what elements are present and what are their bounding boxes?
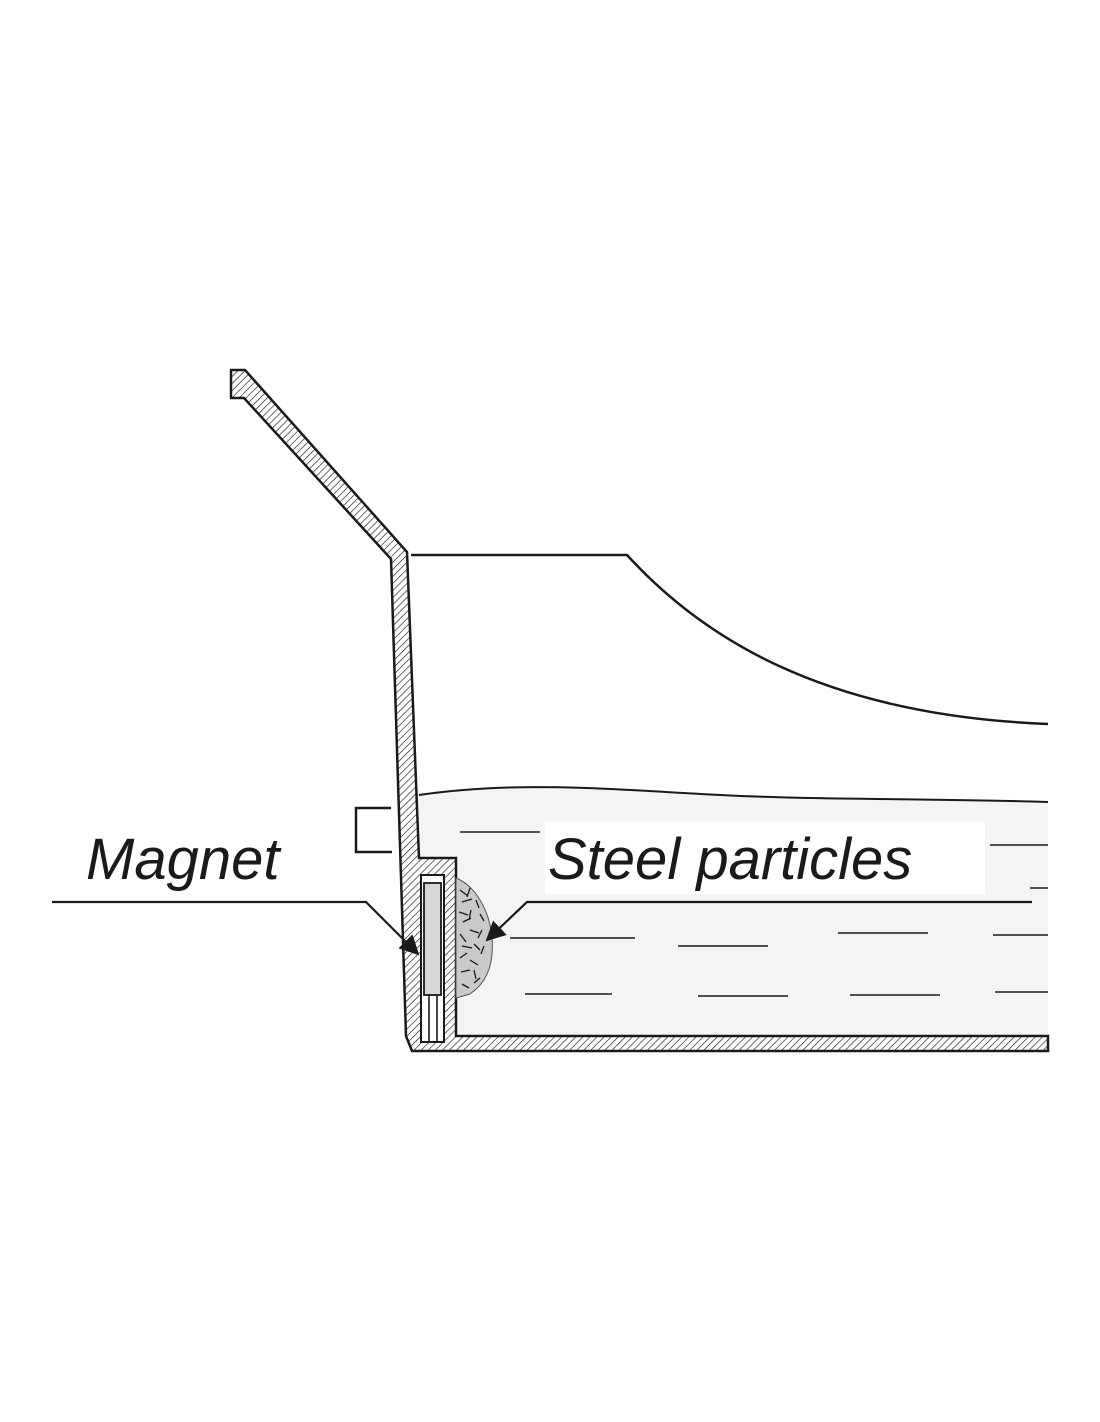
liquid-surface <box>418 786 1049 803</box>
wall-bracket <box>354 806 392 854</box>
magnet-stem <box>428 995 438 1042</box>
steel-particles-leader-line <box>485 900 1032 942</box>
magnet-leader-line <box>52 900 420 956</box>
liquid-dashes <box>460 831 1048 997</box>
magnet-label: Magnet <box>86 827 282 892</box>
steel-particles-label-backdrop <box>545 822 985 894</box>
steel-particles-label: Steel particles <box>548 827 912 892</box>
housing-outline <box>411 553 1049 726</box>
magnet-body <box>423 882 442 996</box>
